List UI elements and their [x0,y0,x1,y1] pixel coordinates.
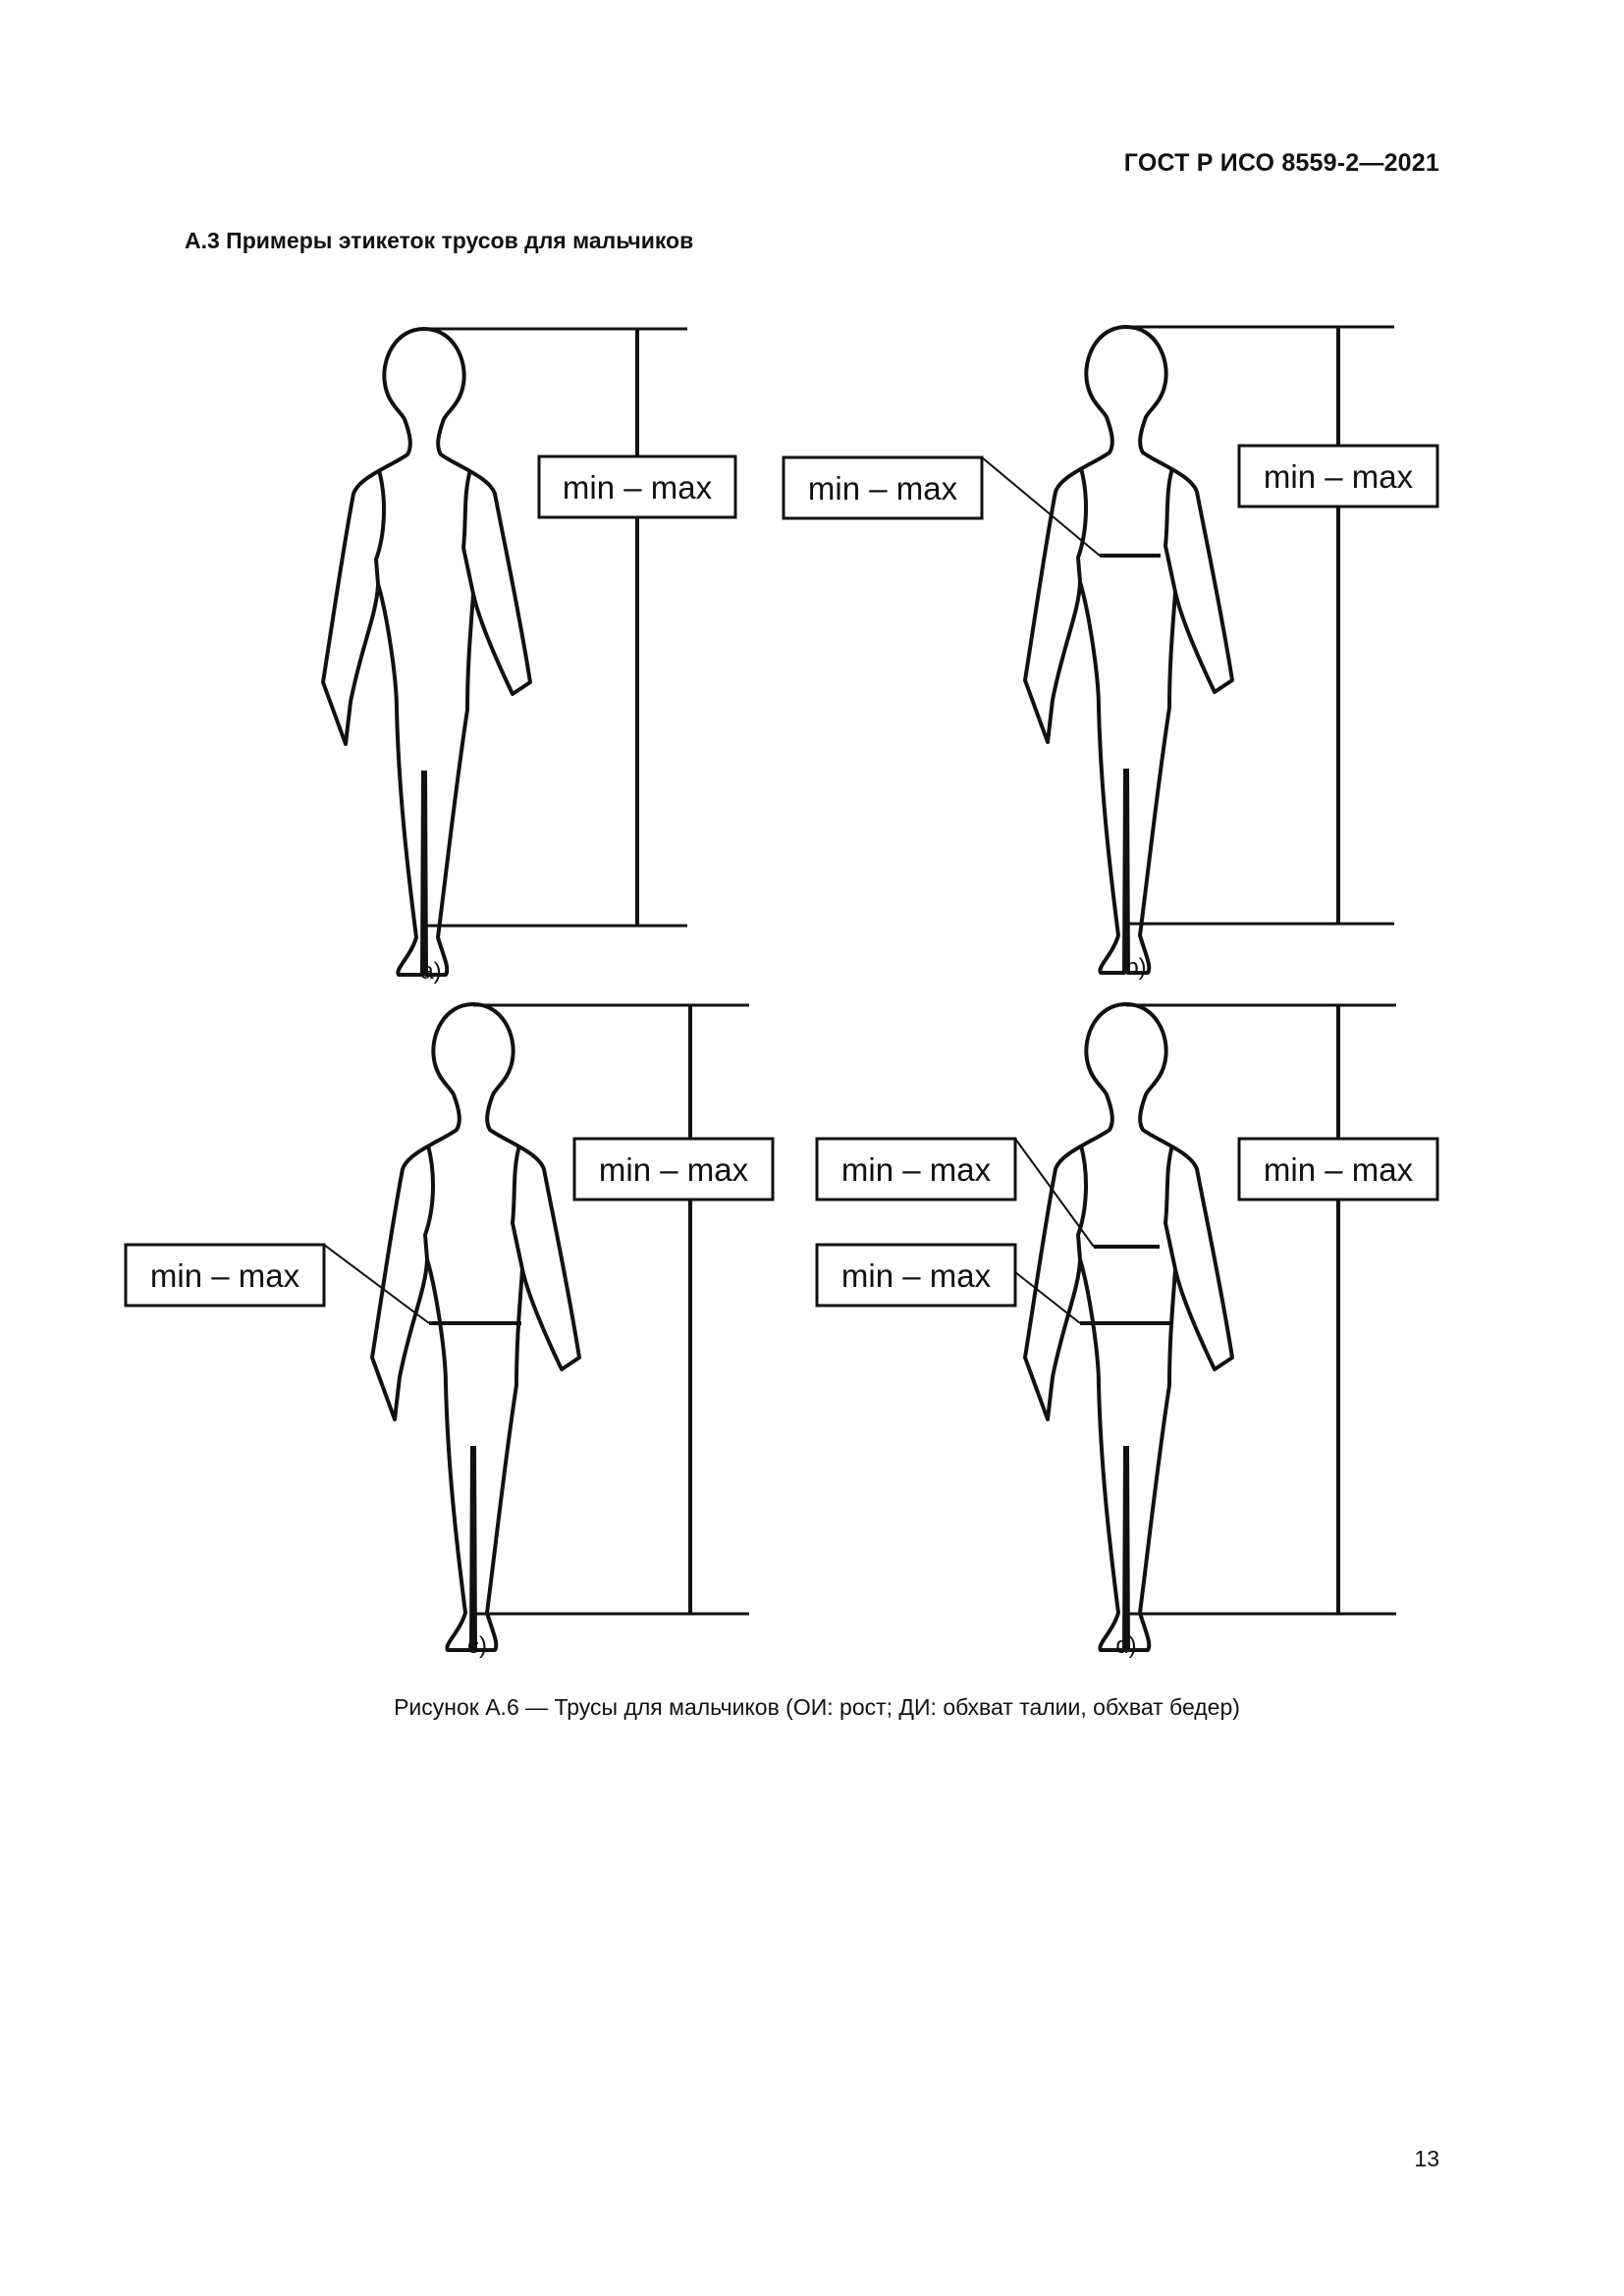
hip-range-label: min – max [841,1257,992,1294]
waist-leader-line [1014,1138,1095,1248]
panel-c: min – max min – max c) [124,1002,775,1659]
document-standard-header: ГОСТ Р ИСО 8559-2—2021 [1123,149,1439,177]
body-silhouette [1023,325,1234,975]
height-label-box [572,1137,775,1201]
hip-label-box [815,1243,1017,1308]
height-range-label: min – max [599,1151,749,1188]
panel-a: min – max a) [321,327,737,985]
height-range-label: min – max [1264,1151,1414,1188]
hip-label-box [124,1243,326,1308]
panel-label: d) [1115,1632,1136,1659]
hip-leader-line [1014,1271,1081,1324]
height-label-box [1237,444,1439,508]
hip-range-label: min – max [150,1257,300,1294]
waist-range-label: min – max [841,1151,992,1188]
body-silhouette [370,1002,581,1652]
body-silhouette [1023,1002,1234,1652]
page-number: 13 [1414,2146,1439,2171]
waist-range-label: min – max [808,470,958,507]
panel-label: b) [1125,954,1146,981]
height-label-box [537,454,737,519]
panel-label: a) [420,958,441,985]
waist-label-box [782,455,984,520]
panel-d: min – max min – max min – max d) [815,1002,1439,1659]
height-label-box [1237,1137,1439,1201]
panel-b: min – max min – max b) [782,325,1439,981]
height-range-label: min – max [563,469,713,506]
section-title: А.3 Примеры этикеток трусов для мальчико… [185,228,694,253]
waist-leader-line [981,456,1101,557]
waist-label-box [815,1137,1017,1201]
hip-leader-line [323,1244,430,1324]
figure-caption: Рисунок А.6 — Трусы для мальчиков (ОИ: р… [394,1694,1240,1720]
panel-label: c) [467,1632,487,1659]
body-silhouette [321,327,532,977]
height-range-label: min – max [1264,458,1414,495]
